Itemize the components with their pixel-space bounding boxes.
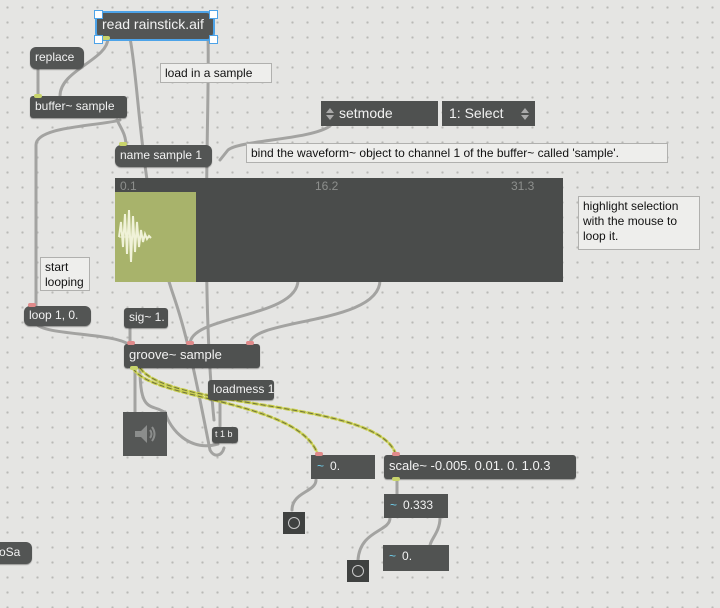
sig-object[interactable]: sig~ 1. [124,308,168,328]
partial-message[interactable]: oSa [0,542,32,564]
selection-handle[interactable] [209,10,218,19]
scope-icon[interactable] [347,560,369,582]
cord-trigger-dac [163,410,220,448]
speaker-icon [135,425,156,443]
trigger-object[interactable]: t 1 b [212,427,238,443]
loadmess-object[interactable]: loadmess 1 [208,380,274,400]
number-value: 0.333 [403,498,434,512]
tilde-icon: ~ [317,459,325,473]
replace-message[interactable]: replace [30,47,84,69]
outlet[interactable] [392,477,400,481]
inlet[interactable] [315,452,323,456]
setmode-label: setmode [339,105,393,121]
scope-icon[interactable] [283,512,305,534]
inlet[interactable] [246,341,254,345]
read-rainstick-message[interactable]: read rainstick.aif [95,11,215,41]
inlet[interactable] [186,341,194,345]
inlet[interactable] [119,142,127,146]
number-value: 0. [330,459,341,473]
chevron-up-icon [521,108,529,113]
umenu-label: 1: Select [449,105,504,121]
buffer-object[interactable]: buffer~ sample [30,96,127,118]
ezdac[interactable] [123,412,167,456]
inlet[interactable] [127,341,135,345]
loop-label: loop 1, 0. [29,308,79,322]
inlet[interactable] [392,452,400,456]
chevron-down-icon [521,115,529,120]
buffer-label: buffer~ sample [35,99,115,113]
scale-object[interactable]: scale~ -0.005. 0.01. 0. 1.0.3 [384,455,576,479]
groove-object[interactable]: groove~ sample [124,344,260,368]
waveform-shape [118,209,152,263]
loop-message[interactable]: loop 1, 0. [24,306,91,326]
signal-number-3[interactable]: ~0. [383,545,449,571]
read-label: read rainstick.aif [102,16,204,32]
tilde-icon: ~ [390,498,398,512]
waveform-tick-label: 16.2 [315,179,339,193]
highlight-comment: highlight selection with the mouse to lo… [578,196,700,250]
mode-umenu[interactable]: 1: Select [442,101,535,126]
selection-handle[interactable] [94,35,103,44]
signal-number-1[interactable]: ~0. [311,455,375,479]
trigger-label: t 1 b [215,429,233,439]
bind-comment: bind the waveform~ object to channel 1 o… [246,143,668,163]
scale-label: scale~ -0.005. 0.01. 0. 1.0.3 [389,458,551,473]
tilde-icon: ~ [389,549,397,563]
cord-num2-num3 [428,516,442,548]
waveform-tick-label: 0.1 [120,179,137,193]
cord-groove-dac-2 [138,366,167,414]
bind-comment-text: bind the waveform~ object to channel 1 o… [251,146,619,160]
partial-label: oSa [0,545,21,559]
highlight-comment-text: highlight selection with the mouse to lo… [583,199,679,243]
sig-label: sig~ 1. [129,310,165,324]
replace-label: replace [35,50,75,64]
cord-wave-groove-1 [188,278,300,346]
loadmess-label: loadmess 1 [213,382,275,396]
inlet[interactable] [34,94,42,98]
waveform-display[interactable]: 0.1 16.2 31.3 [115,178,563,282]
start-looping-text: start looping [45,260,84,289]
inlet[interactable] [28,303,36,307]
number-value: 0. [402,549,413,563]
cord-num-scope [290,478,318,512]
start-looping-comment: start looping [40,257,90,291]
name-sample-label: name sample 1 [120,148,203,162]
selection-handle[interactable] [209,35,218,44]
signal-number-2[interactable]: ~0.333 [384,494,448,518]
waveform-tick-label: 31.3 [511,179,535,193]
load-comment: load in a sample [160,63,272,83]
name-sample-message[interactable]: name sample 1 [115,145,212,167]
load-comment-text: load in a sample [165,66,253,80]
setmode-message[interactable]: setmode [321,101,438,126]
outlet[interactable] [130,366,138,370]
outlet[interactable] [102,36,110,40]
groove-label: groove~ sample [129,347,222,362]
cord-wave-groove-2 [248,278,382,346]
selection-handle[interactable] [94,10,103,19]
